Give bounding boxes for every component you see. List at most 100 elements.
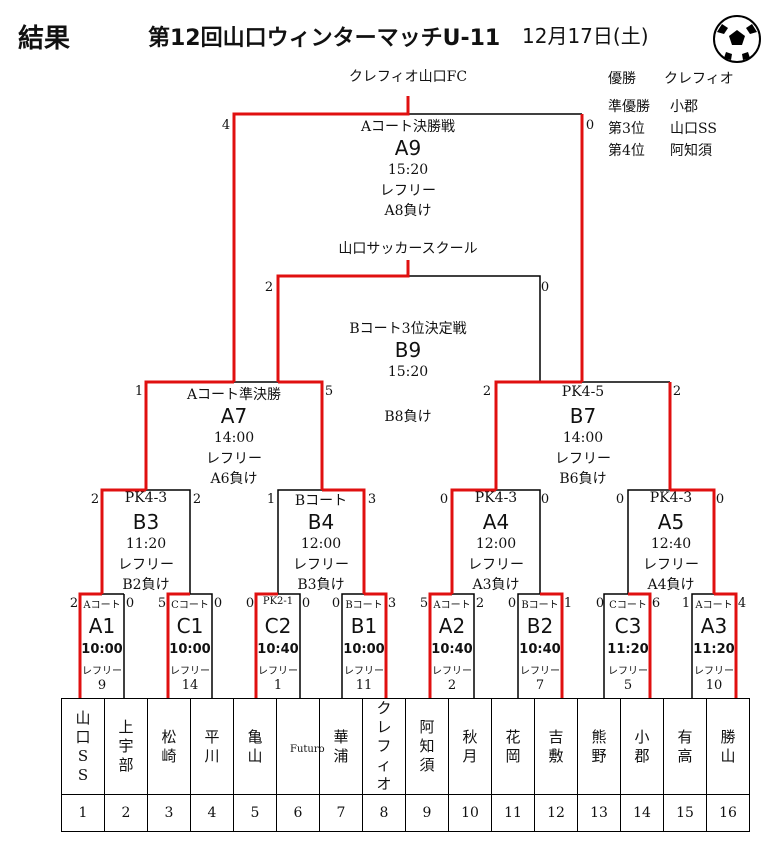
- r1-score-left: 0: [245, 596, 255, 611]
- team-name-cell: 上宇部: [104, 698, 148, 795]
- qf-referee-label: レフリー: [293, 557, 349, 573]
- r1-score-right: 6: [651, 596, 661, 611]
- team-name: 秋月: [462, 727, 478, 765]
- team-number: 7: [319, 794, 363, 832]
- r1-time: 10:00: [169, 642, 211, 657]
- r1-court: Aコート: [433, 600, 471, 611]
- runner-up-team: 小郡: [670, 99, 698, 115]
- a7-score-left: 1: [134, 384, 144, 399]
- tournament-title: 第12回山口ウィンターマッチU-11: [148, 26, 501, 51]
- a7-referee-team: A6負け: [210, 471, 258, 487]
- team-number: 16: [706, 794, 750, 832]
- team-number: 5: [233, 794, 277, 832]
- r1-referee-label: レフリー: [258, 666, 298, 677]
- r1-court: Cコート: [609, 600, 647, 611]
- team-number: 12: [534, 794, 578, 832]
- qf-referee-team: B3負け: [297, 577, 345, 593]
- qf-score-right: 2: [192, 492, 202, 507]
- r1-referee-team: 5: [623, 678, 633, 693]
- team-name-cell: 平川: [190, 698, 234, 795]
- third-place-score-left: 2: [264, 280, 274, 295]
- b7-score-left: 2: [482, 384, 492, 399]
- team-name: クレフィオ: [376, 699, 392, 793]
- r1-court: PK2-1: [262, 596, 294, 607]
- r1-time: 10:40: [257, 642, 299, 657]
- bracket-winner-lines: [78, 96, 738, 698]
- third-label: 第3位: [608, 121, 645, 137]
- r1-referee-label: レフリー: [170, 666, 210, 677]
- soccer-ball-icon: [712, 14, 762, 68]
- qf-referee-label: レフリー: [468, 557, 524, 573]
- a7-referee-label: レフリー: [206, 451, 262, 467]
- r1-score-left: 1: [681, 596, 691, 611]
- third-place-winner: 山口サッカースクール: [338, 241, 478, 257]
- r1-time: 10:00: [343, 642, 385, 657]
- final-referee-team: A8負け: [384, 203, 432, 219]
- r1-court: Bコート: [345, 600, 383, 611]
- team-name: 吉敷: [548, 727, 564, 765]
- qf-match-id: A4: [482, 510, 510, 534]
- team-name-cell: 山口SS: [61, 698, 105, 795]
- final-score-right: 0: [585, 118, 595, 133]
- r1-score-left: 5: [419, 596, 429, 611]
- b7-referee-label: レフリー: [555, 451, 611, 467]
- champion-team: クレフィオ: [664, 71, 734, 87]
- a7-score-right: 5: [324, 384, 334, 399]
- r1-score-right: 2: [475, 596, 485, 611]
- a7-match-id: A7: [220, 404, 248, 428]
- team-name-cell: 亀山: [233, 698, 277, 795]
- a7-time: 14:00: [213, 430, 255, 446]
- final-score-left: 4: [221, 118, 231, 133]
- r1-score-right: 0: [213, 596, 223, 611]
- b7-time: 14:00: [562, 430, 604, 446]
- runner-up-label: 準優勝: [608, 99, 650, 115]
- qf-note: PK4-3: [474, 490, 518, 506]
- team-name-cell: 有高: [663, 698, 707, 795]
- qf-note: PK4-3: [649, 490, 693, 506]
- team-name: 小郡: [634, 727, 650, 765]
- r1-score-right: 4: [737, 596, 747, 611]
- team-name-cell: クレフィオ: [362, 698, 406, 795]
- r1-match-id: C2: [264, 614, 292, 638]
- qf-match-id: B3: [132, 510, 160, 534]
- r1-referee-team: 9: [97, 678, 107, 693]
- header-result-label: 結果: [18, 24, 71, 54]
- r1-time: 10:00: [81, 642, 123, 657]
- qf-score-right: 0: [540, 492, 550, 507]
- r1-referee-team: 1: [273, 678, 283, 693]
- r1-score-right: 1: [563, 596, 573, 611]
- team-number: 9: [405, 794, 449, 832]
- b7-referee-team: B6負け: [559, 471, 607, 487]
- qf-match-id: A5: [657, 510, 685, 534]
- third-place-referee-team: B8負け: [384, 409, 432, 425]
- final-time: 15:20: [387, 162, 429, 178]
- team-name-cell: 花岡: [491, 698, 535, 795]
- team-name-cell: Futuro: [276, 698, 325, 795]
- qf-note: Bコート: [294, 493, 348, 509]
- team-name-cell: 熊野: [577, 698, 621, 795]
- qf-score-left: 2: [90, 492, 100, 507]
- third-place-title: Bコート3位決定戦: [349, 321, 467, 337]
- champion-label: 優勝: [608, 71, 636, 87]
- r1-court: Cコート: [171, 600, 209, 611]
- r1-court: Bコート: [521, 600, 559, 611]
- team-name-cell: 勝山: [706, 698, 750, 795]
- r1-court: Aコート: [83, 600, 121, 611]
- team-name-cell: 阿知須: [405, 698, 449, 795]
- r1-referee-label: レフリー: [344, 666, 384, 677]
- r1-match-id: A3: [700, 614, 728, 638]
- qf-score-right: 0: [715, 492, 725, 507]
- team-name: 松崎: [161, 727, 177, 765]
- b7-match-id: B7: [569, 404, 597, 428]
- team-name-cell: 華浦: [319, 698, 363, 795]
- r1-referee-label: レフリー: [520, 666, 560, 677]
- r1-score-left: 2: [69, 596, 79, 611]
- r1-time: 10:40: [519, 642, 561, 657]
- r1-referee-team: 14: [181, 678, 199, 693]
- team-name: 熊野: [591, 727, 607, 765]
- team-number: 3: [147, 794, 191, 832]
- qf-score-left: 0: [439, 492, 449, 507]
- r1-match-id: B1: [350, 614, 378, 638]
- r1-match-id: B2: [526, 614, 554, 638]
